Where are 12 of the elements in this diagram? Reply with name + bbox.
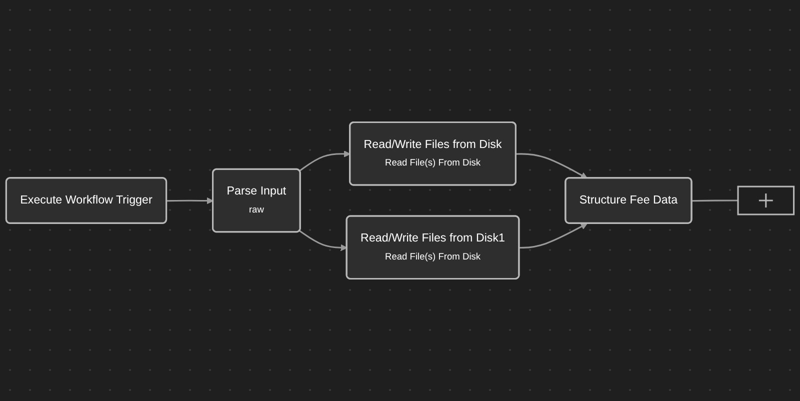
add-box [737,186,795,216]
arrow [166,197,214,204]
connector-line [692,200,738,202]
arrow [519,223,588,249]
arrow [299,150,351,172]
process-box: Read/Write Files from Disk1 Read File(s) From Disk [346,215,520,280]
process-box: Parse Input raw [212,168,301,233]
arrow [299,230,348,252]
process-box: Structure Fee Data [564,177,692,224]
process-box: Read/Write Files from Disk Read File(s) From Disk [349,121,516,186]
process-box: Execute Workflow Trigger [5,177,168,224]
arrow [516,153,588,179]
